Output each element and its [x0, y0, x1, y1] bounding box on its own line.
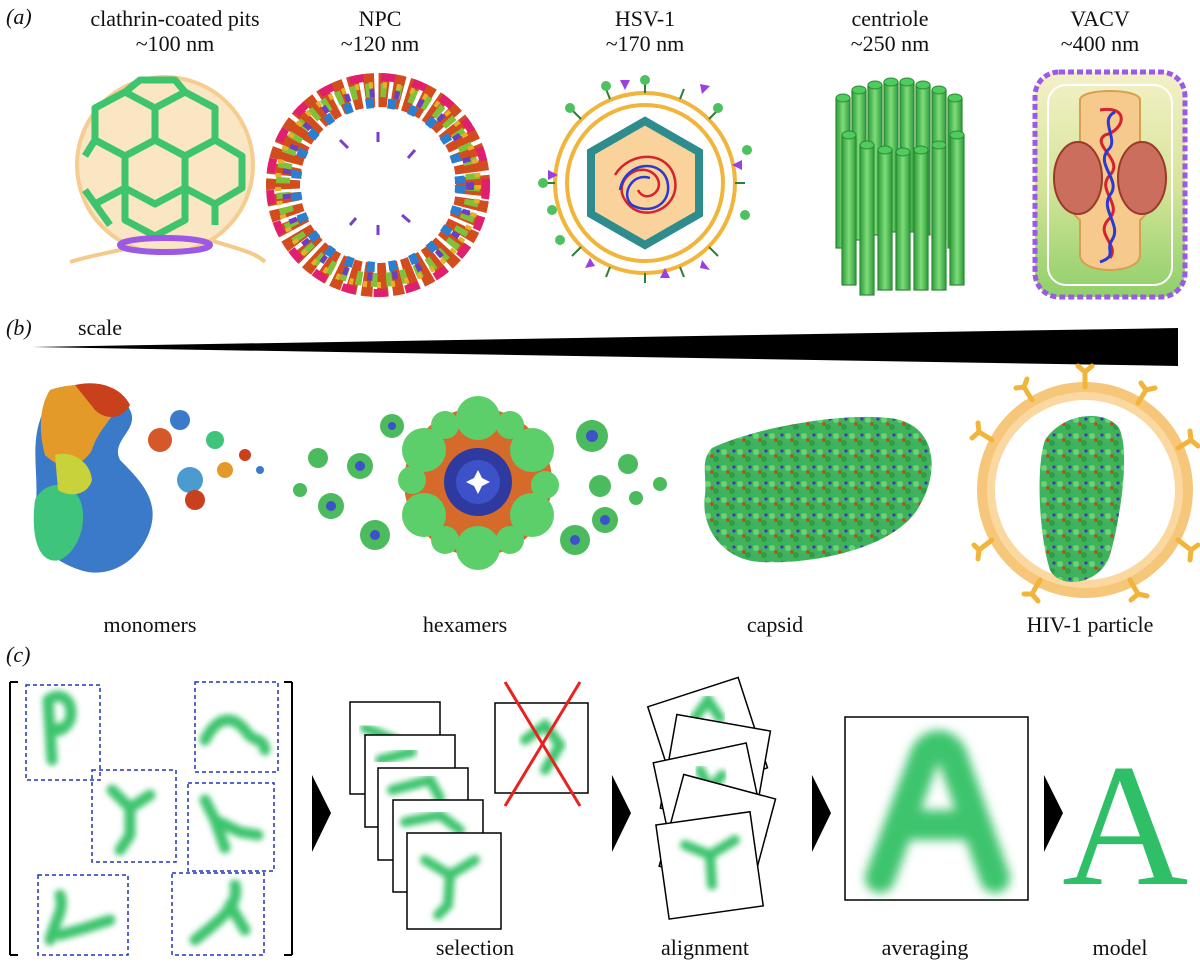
panel-c-label: (c): [6, 642, 31, 667]
centriole-title: centriole ~250 nm: [830, 6, 950, 57]
particle-blobs: [42, 690, 271, 946]
averaging-label: averaging: [881, 935, 969, 960]
arrow-to-model: [1044, 775, 1063, 852]
vacv-title: VACV ~400 nm: [1040, 6, 1160, 57]
monomer-illustration: [33, 383, 153, 573]
alignment-stack: [646, 676, 777, 920]
capsid-illustration: [704, 416, 932, 563]
selection-stack: [349, 701, 502, 930]
hsv1-illustration: [538, 75, 752, 283]
vacv-name: VACV: [1070, 6, 1130, 31]
panel-a-label: (a): [6, 4, 32, 29]
rejected-particle: [494, 681, 589, 807]
averaged-map: [844, 716, 1029, 901]
monomer-fragments: [148, 410, 264, 510]
capsid-label: capsid: [746, 612, 804, 637]
arrow-to-selection: [312, 775, 331, 852]
clathrin-pit-illustration: [69, 75, 267, 264]
npc-size: ~120 nm: [340, 31, 420, 57]
monomers-label: monomers: [103, 612, 197, 637]
arrow-to-alignment: [612, 775, 631, 852]
hsv-size: ~170 nm: [605, 31, 685, 57]
centriole-size: ~250 nm: [850, 31, 930, 57]
hiv-particle-label: HIV-1 particle: [1026, 612, 1154, 637]
hexamers-label: hexamers: [422, 612, 508, 637]
npc-illustration: [266, 73, 490, 297]
model-glyph: A: [1062, 728, 1189, 922]
centriole-name: centriole: [851, 6, 929, 31]
hsv-title: HSV-1 ~170 nm: [580, 6, 710, 57]
panel-b-label: (b): [6, 315, 32, 340]
micrograph-frame: [9, 681, 293, 956]
centriole-illustration: [835, 77, 965, 296]
reject-cross-icon: [503, 681, 582, 807]
npc-name: NPC: [358, 6, 402, 31]
scale-wedge: [32, 328, 1178, 366]
clathrin-name: clathrin-coated pits: [90, 6, 260, 31]
arrow-to-averaging: [812, 775, 831, 852]
model-label: model: [1092, 935, 1148, 960]
clathrin-title: clathrin-coated pits ~100 nm: [60, 6, 290, 57]
vacv-illustration: [1032, 69, 1188, 300]
scale-label: scale: [78, 315, 122, 340]
npc-title: NPC ~120 nm: [320, 6, 440, 57]
hsv-name: HSV-1: [614, 6, 676, 31]
clathrin-size: ~100 nm: [135, 31, 215, 57]
hiv-particle-illustration: [969, 363, 1200, 604]
hexamer-illustration: [398, 396, 559, 570]
particle-picking-boxes: [25, 681, 279, 956]
vacv-size: ~400 nm: [1060, 31, 1140, 57]
alignment-label: alignment: [661, 935, 749, 960]
selection-label: selection: [435, 935, 515, 960]
small-hexamers: [293, 414, 667, 555]
